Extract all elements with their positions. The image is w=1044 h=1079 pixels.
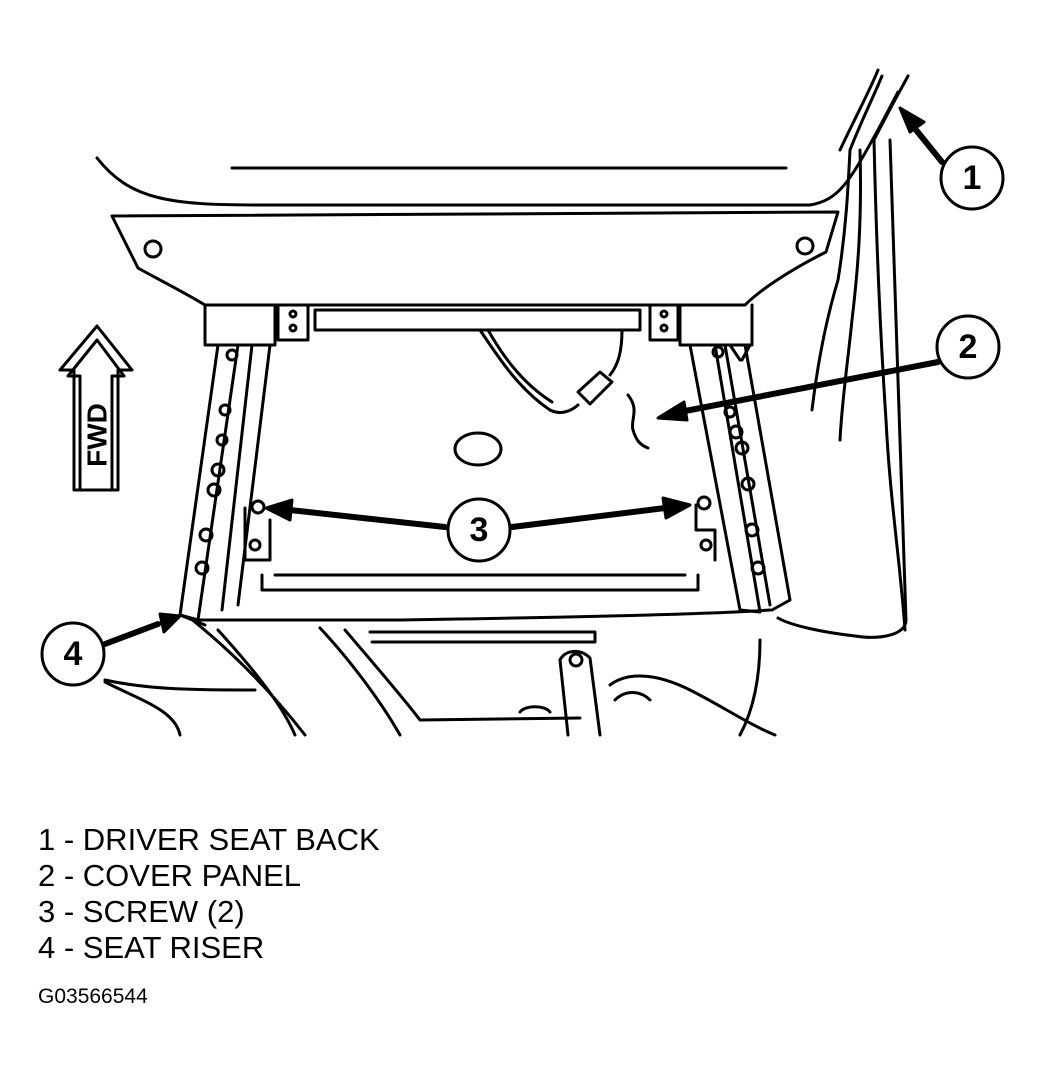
cover-panel [243,393,717,592]
seat-pan [110,210,840,307]
callout-2-number: 2 [959,328,978,366]
callout-1 [939,145,1005,211]
driver-seat-back [776,74,910,639]
callout-3-number: 3 [470,511,489,549]
screws [250,495,712,515]
floor-console [103,608,777,737]
seat-riser-left [178,343,272,627]
callout-2 [935,314,1001,380]
leader-arrows [102,106,945,647]
callout-3 [446,497,512,563]
parts-legend: 1 - DRIVER SEAT BACK 2 - COVER PANEL 3 -… [38,822,380,966]
legend-item-driver-seat-back: 1 - DRIVER SEAT BACK [38,822,380,857]
legend-item-seat-riser: 4 - SEAT RISER [38,930,265,965]
seat-cushion [95,68,900,207]
seat-riser-right [688,343,792,614]
seat-riser-illustration: FWD [40,68,1005,737]
callout-1-number: 1 [963,159,982,197]
figure-id: G03566544 [38,985,148,1008]
forward-arrow [58,324,134,492]
fwd-label: FWD [82,403,113,467]
seat-brackets [203,303,754,347]
callout-4 [40,621,106,687]
legend-item-cover-panel: 2 - COVER PANEL [38,858,302,893]
wiring-harness [478,328,624,414]
callout-4-number: 4 [64,635,83,673]
legend-item-screw: 3 - SCREW (2) [38,894,245,929]
